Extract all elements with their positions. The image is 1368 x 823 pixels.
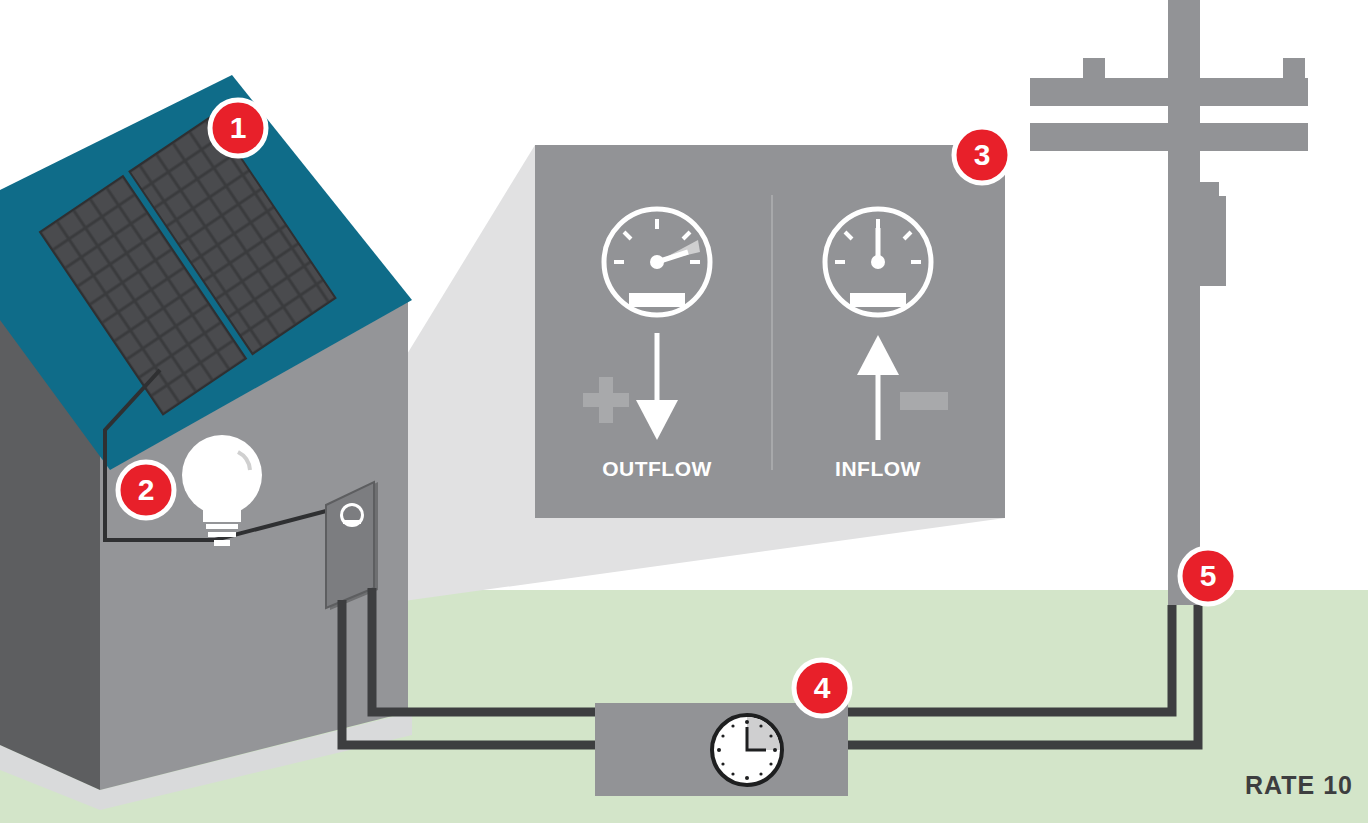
solar-panels bbox=[40, 116, 335, 415]
callout-number: 1 bbox=[230, 113, 247, 143]
callout-number: 2 bbox=[138, 475, 155, 505]
light-bulb bbox=[182, 435, 262, 546]
callout-number: 5 bbox=[1200, 561, 1217, 591]
callout-number: 4 bbox=[814, 673, 831, 703]
meter-inset bbox=[535, 145, 1005, 518]
flow-label: INFLOW bbox=[835, 457, 921, 481]
roof bbox=[0, 75, 412, 470]
utility-pole bbox=[1030, 0, 1308, 605]
house-wire bbox=[105, 370, 330, 540]
callout-circles bbox=[118, 100, 1236, 716]
time-of-use-meter bbox=[595, 703, 848, 796]
callout-number: 3 bbox=[974, 140, 991, 170]
rate-label: RATE 10 bbox=[1245, 771, 1353, 800]
flow-label: OUTFLOW bbox=[602, 457, 712, 481]
zoom-wedge bbox=[330, 145, 1005, 605]
meter-panel: OUTFLOW INFLOW bbox=[535, 145, 1005, 518]
